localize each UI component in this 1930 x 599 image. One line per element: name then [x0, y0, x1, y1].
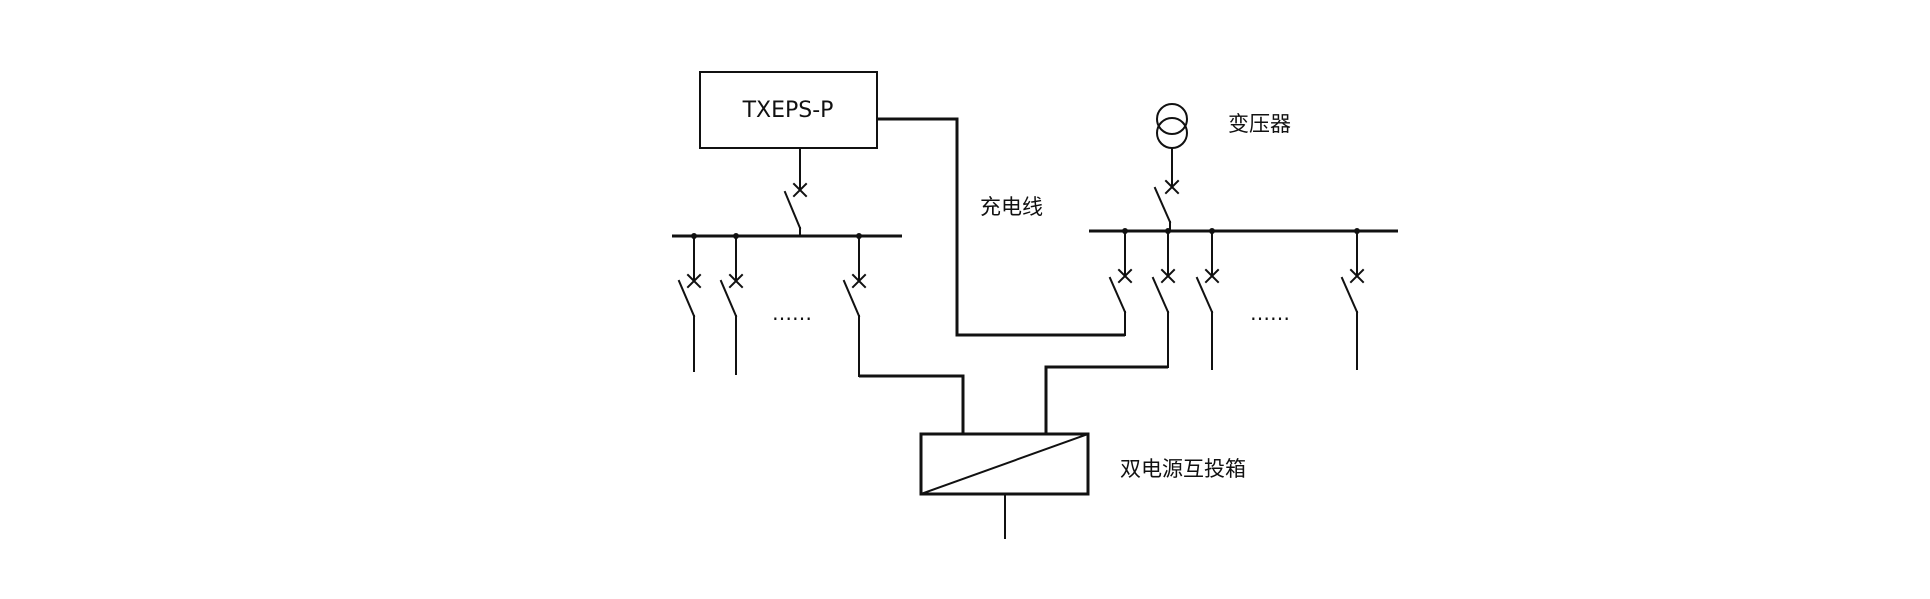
charging-wire: [877, 117, 1125, 337]
ats-diagonal: [919, 432, 1090, 496]
ats-box: [919, 432, 1090, 539]
switch-blade: [783, 190, 802, 230]
right-branch-2: [1044, 228, 1176, 434]
left-branch-3: [842, 233, 965, 434]
right-branch-1: [1108, 228, 1133, 336]
wire-left-to-ats: [859, 374, 965, 434]
left-branch-2: [719, 233, 744, 375]
ats-label: 双电源互投箱: [1120, 457, 1246, 481]
eps-box: [699, 71, 878, 149]
transformer-symbol: [1153, 103, 1188, 232]
eps-label: TXEPS-P: [742, 98, 834, 123]
left-branch-1: [677, 233, 702, 372]
right-branch-4: [1340, 228, 1365, 370]
right-ellipsis: ……: [1250, 301, 1290, 325]
wire-right-to-ats: [1044, 365, 1168, 434]
charging-line-label: 充电线: [980, 195, 1043, 219]
transformer-label: 变压器: [1228, 112, 1291, 136]
eps-feeder-breaker: [783, 147, 808, 237]
left-ellipsis: ……: [772, 301, 812, 325]
right-branch-3: [1195, 228, 1220, 370]
eps-unit: TXEPS-P: [699, 71, 878, 149]
